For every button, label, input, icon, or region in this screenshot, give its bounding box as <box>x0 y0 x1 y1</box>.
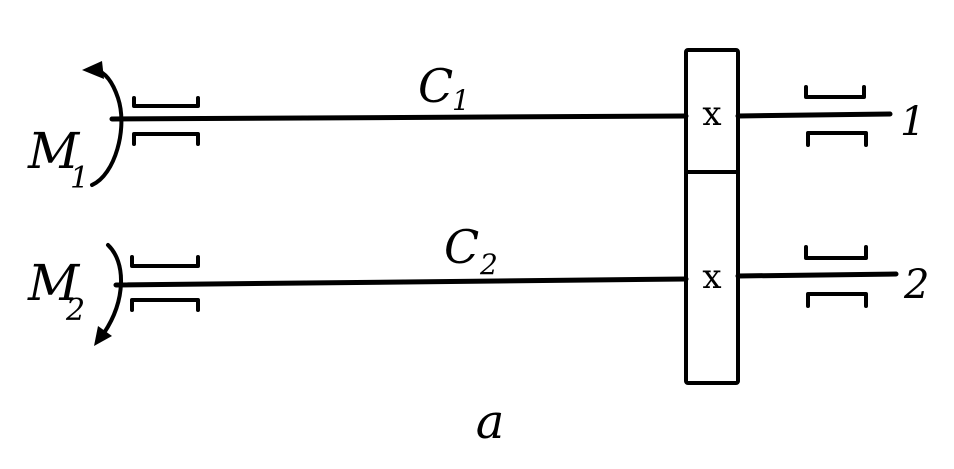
moment-arrow-2 <box>94 243 124 346</box>
stiffness-label-2-sub: 2 <box>479 248 498 281</box>
shaft-2 <box>113 276 689 288</box>
moment-label-2-main: M <box>27 254 81 312</box>
stiffness-label-2-main: C <box>444 220 479 274</box>
moment-label-2-sub: 2 <box>65 293 85 328</box>
right-bearing-1 <box>804 85 868 147</box>
output-label-1: 1 <box>900 99 925 145</box>
output-shaft-2 <box>735 271 899 279</box>
gear-mark-1: x <box>702 94 721 134</box>
moment-label-1: M 1 <box>27 122 89 196</box>
output-label-2: 2 <box>903 262 929 308</box>
stiffness-label-1-sub: 1 <box>452 84 470 117</box>
stiffness-label-2: C 2 <box>444 220 498 281</box>
moment-label-1-main: M <box>27 122 81 180</box>
stiffness-label-1: C 1 <box>418 59 470 117</box>
figure-caption: a <box>476 394 505 450</box>
right-bearing-2 <box>804 245 868 308</box>
gear-mark-2: x <box>702 257 721 297</box>
moment-label-2: M 2 <box>27 254 85 328</box>
moment-arrow-1 <box>82 61 124 187</box>
shaft-1 <box>109 113 689 122</box>
output-shaft-1 <box>735 111 893 119</box>
gear-pair-box <box>684 48 740 385</box>
moment-label-1-sub: 1 <box>70 161 89 196</box>
left-bearing-2 <box>130 255 200 312</box>
stiffness-label-1-main: C <box>418 59 453 113</box>
left-bearing-1 <box>132 96 200 146</box>
